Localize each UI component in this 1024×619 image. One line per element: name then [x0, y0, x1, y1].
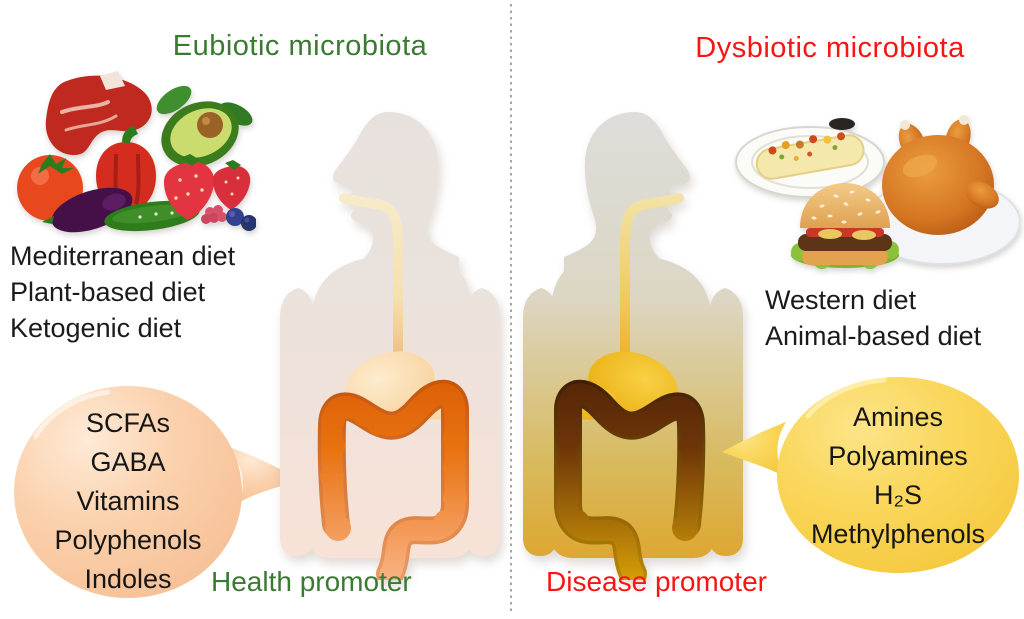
metabolite-item: SCFAs: [85, 408, 171, 438]
right-metabolites-bubble: Amines Polyamines H₂S Methylphenols: [712, 374, 1024, 580]
metabolite-item: Vitamins: [76, 486, 180, 516]
right-bubble-items: Amines Polyamines H₂S Methylphenols: [768, 398, 1024, 554]
right-panel-title: Dysbiotic microbiota: [695, 32, 965, 64]
metabolite-item: GABA: [90, 447, 166, 477]
healthy-body-illustration: [280, 112, 500, 580]
center-divider-line: [510, 4, 512, 614]
right-bubble-shape: [722, 377, 1019, 573]
dysbiotic-body-illustration: [523, 112, 743, 580]
hamburger-icon: [791, 183, 899, 269]
blueberry-icon: [226, 208, 256, 231]
metabolite-item: Indoles: [84, 564, 172, 594]
leaf-icon: [156, 85, 192, 115]
healthy-foods-image: [4, 62, 256, 238]
colon: [554, 379, 706, 580]
colon: [317, 379, 469, 580]
steak-icon: [45, 71, 152, 155]
esophagus: [339, 193, 403, 365]
esophagus: [620, 193, 684, 365]
left-diet-list: Mediterranean diet Plant-based diet Keto…: [10, 238, 235, 346]
left-metabolites-bubble: SCFAs GABA Vitamins Polyphenols Indoles: [8, 384, 310, 606]
strawberry-icon: [164, 154, 215, 220]
junk-foods-illustration: [735, 115, 1020, 269]
left-bubble-items: SCFAs GABA Vitamins Polyphenols Indoles: [18, 404, 238, 599]
diet-item: Western diet: [765, 285, 917, 315]
right-footer-label: Disease promoter: [546, 566, 767, 597]
right-diet-list: Western diet Animal-based diet: [765, 282, 981, 354]
left-footer-label: Health promoter: [211, 566, 412, 597]
metabolite-item: Amines: [852, 402, 944, 432]
metabolite-item: Polyphenols: [54, 525, 202, 555]
metabolite-item: Polyamines: [828, 441, 968, 471]
left-bubble-shape: [14, 386, 302, 598]
metabolite-item: Methylphenols: [810, 519, 986, 549]
junk-foods-image: [730, 100, 1020, 285]
diet-item: Plant-based diet: [10, 277, 206, 307]
roast-chicken-icon: [882, 115, 999, 235]
left-panel-title: Eubiotic microbiota: [172, 30, 428, 62]
metabolite-item: H₂S: [874, 480, 922, 510]
diet-item: Animal-based diet: [765, 321, 982, 351]
avocado-icon: [161, 101, 239, 167]
strawberry-icon: [213, 160, 251, 210]
body-silhouette: [523, 112, 743, 559]
healthy-foods-illustration: [17, 71, 256, 233]
healthy-body-figure: [278, 108, 502, 580]
omelette-plate-icon: [735, 118, 885, 198]
dysbiotic-body-figure: [521, 108, 745, 580]
diet-item: Mediterranean diet: [10, 241, 236, 271]
diet-item: Ketogenic diet: [10, 313, 182, 343]
raspberry-icon: [201, 205, 227, 224]
